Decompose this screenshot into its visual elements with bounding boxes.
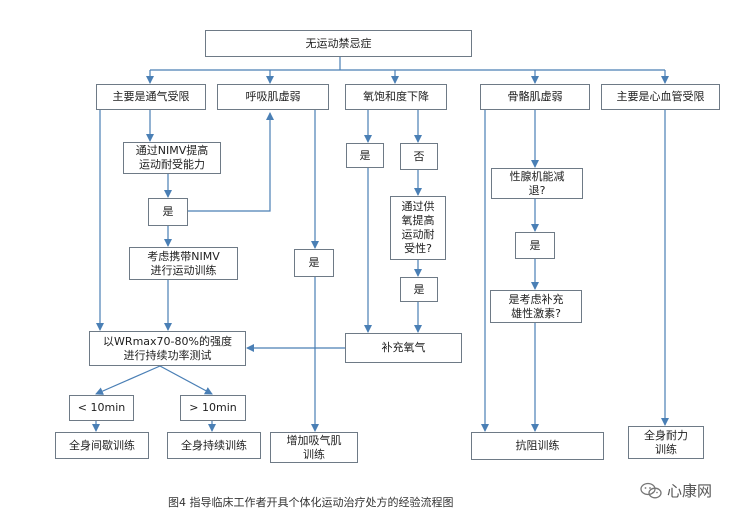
node-ventilation-limited: 主要是通气受限 xyxy=(96,84,206,110)
node-androgen-question: 是考虑补充 雄性激素? xyxy=(490,290,582,323)
node-yes-gonad: 是 xyxy=(515,232,555,259)
node-gt-10min: > 10min xyxy=(180,395,246,421)
node-supplement-oxygen: 补充氧气 xyxy=(345,333,462,363)
node-root: 无运动禁忌症 xyxy=(205,30,472,57)
node-inspiratory-training: 增加吸气肌 训练 xyxy=(270,432,358,463)
connector-wrmax-to-gt10 xyxy=(159,365,213,395)
node-nimv-training: 考虑携带NIMV 进行运动训练 xyxy=(129,247,238,280)
node-continuous-training: 全身持续训练 xyxy=(167,432,261,459)
node-skeletal-muscle-weak: 骨骼肌虚弱 xyxy=(480,84,590,110)
node-respiratory-muscle-weak: 呼吸肌虚弱 xyxy=(217,84,329,110)
node-endurance-training: 全身耐力 训练 xyxy=(628,426,704,459)
node-resistance-training: 抗阻训练 xyxy=(471,432,604,460)
connector-yes-to-resp xyxy=(188,112,274,212)
node-no-oxygen: 否 xyxy=(400,143,438,170)
connector-wrmax-to-lt10 xyxy=(95,365,161,395)
node-oxygen-saturation-drop: 氧饱和度下降 xyxy=(345,84,447,110)
node-yes-resp: 是 xyxy=(294,249,334,277)
node-nimv-improve: 通过NIMV提高 运动耐受能力 xyxy=(123,142,221,174)
node-yes-supply: 是 xyxy=(400,277,438,302)
node-cardio-limited: 主要是心血管受限 xyxy=(601,84,720,110)
node-gonad-question: 性腺机能减 退? xyxy=(491,168,583,199)
wechat-icon xyxy=(640,482,662,500)
watermark-text: 心康网 xyxy=(667,482,713,500)
node-lt-10min: < 10min xyxy=(69,395,134,421)
node-interval-training: 全身间歇训练 xyxy=(55,432,149,459)
node-yes-oxygen: 是 xyxy=(346,143,384,168)
figure-caption: 图4 指导临床工作者开具个体化运动治疗处方的经验流程图 xyxy=(168,496,454,509)
watermark: 心康网 xyxy=(640,480,712,501)
node-oxygen-supply-question: 通过供 氧提高 运动耐 受性? xyxy=(390,196,446,260)
node-yes-nimv: 是 xyxy=(148,198,188,226)
node-wrmax-test: 以WRmax70-80%的强度 进行持续功率测试 xyxy=(89,331,246,366)
